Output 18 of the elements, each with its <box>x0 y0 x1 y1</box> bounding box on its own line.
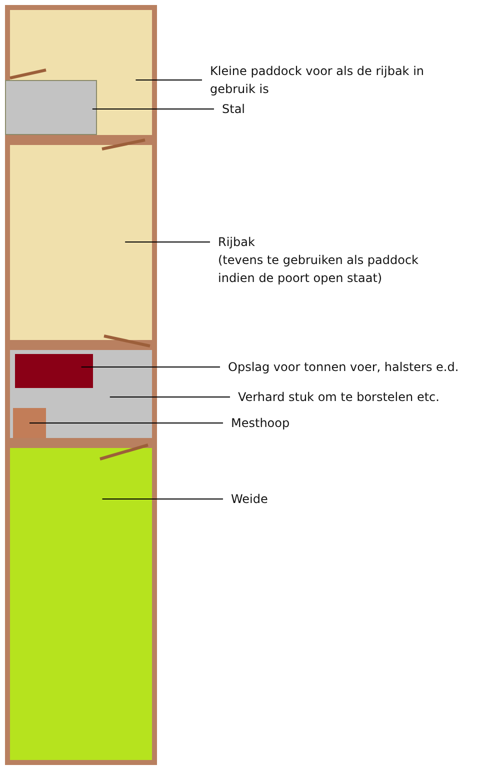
area-label: Opslag voor tonnen voer, halsters e.d. <box>228 359 459 376</box>
area-label: (tevens te gebruiken als paddock indien de poort open staat) <box>218 252 420 287</box>
leader-line <box>80 366 220 368</box>
leader-line <box>102 498 224 500</box>
area-label: Weide <box>231 491 268 508</box>
area-label: Kleine paddock voor als de rijbak in gebruik is <box>210 63 426 98</box>
area-label: Mesthoop <box>231 415 290 432</box>
leader-line <box>109 396 230 398</box>
manure-heap <box>13 408 46 438</box>
storage-block <box>15 354 93 388</box>
area-label: Rijbak <box>218 234 255 251</box>
area-label: Verhard stuk om te borstelen etc. <box>238 389 440 406</box>
leader-line <box>92 108 214 110</box>
pasture-area <box>5 443 157 765</box>
paddock-area <box>5 5 157 140</box>
leader-line <box>29 422 224 424</box>
stable-building <box>5 80 97 135</box>
area-label: Stal <box>222 101 246 118</box>
